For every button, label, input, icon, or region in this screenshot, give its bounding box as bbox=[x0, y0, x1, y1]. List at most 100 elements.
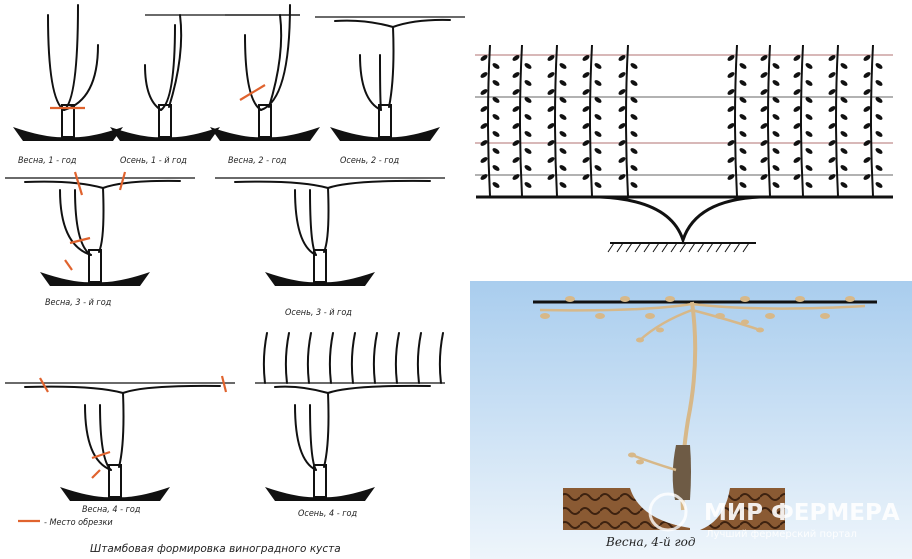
leaf bbox=[727, 140, 735, 146]
leaf bbox=[793, 174, 801, 180]
hatch-line bbox=[607, 242, 615, 253]
leaf bbox=[547, 174, 555, 180]
hatch-line bbox=[616, 242, 624, 253]
hatch-line bbox=[652, 242, 660, 253]
leaf bbox=[618, 157, 626, 163]
stem-and-arms bbox=[234, 179, 431, 253]
soil-mound bbox=[265, 487, 375, 501]
illustration-label: Весна, 4-й год bbox=[605, 535, 696, 549]
logo-title: МИР ФЕРМЕРА bbox=[704, 500, 900, 526]
leaf bbox=[793, 123, 801, 129]
leaf bbox=[727, 89, 735, 95]
leaf bbox=[828, 174, 836, 180]
bud bbox=[628, 452, 636, 458]
cut-mark bbox=[69, 236, 91, 245]
leaf bbox=[524, 165, 532, 171]
leaf bbox=[512, 174, 520, 180]
shoot-stem bbox=[589, 44, 593, 197]
leaf bbox=[805, 182, 813, 188]
cut-mark bbox=[39, 377, 49, 393]
cut-mark bbox=[239, 84, 266, 101]
leaf bbox=[727, 55, 735, 61]
leaf bbox=[547, 89, 555, 95]
ground-hatching bbox=[607, 242, 750, 253]
leaf bbox=[480, 72, 488, 78]
stage-5: Весна, 3 - й год bbox=[5, 171, 195, 308]
shoot bbox=[582, 44, 602, 197]
bud bbox=[540, 313, 550, 319]
leaf bbox=[805, 97, 813, 103]
shoot bbox=[260, 4, 291, 111]
stem bbox=[168, 14, 183, 108]
shoot bbox=[863, 44, 883, 197]
stage-label: Осень, 4 - год bbox=[298, 509, 357, 519]
stage-label: Весна, 4 - год bbox=[82, 505, 141, 515]
leaf bbox=[760, 72, 768, 78]
shoot bbox=[47, 14, 65, 111]
leaf bbox=[739, 63, 747, 69]
leaf bbox=[618, 72, 626, 78]
leaf bbox=[630, 114, 638, 120]
bud bbox=[665, 296, 675, 302]
shoot bbox=[379, 54, 382, 111]
stage-label: Весна, 1 - год bbox=[18, 156, 77, 166]
soil-mound bbox=[330, 127, 440, 141]
trunk-stump bbox=[313, 464, 327, 498]
upright-shoot bbox=[328, 332, 334, 384]
leaf bbox=[524, 148, 532, 154]
bud bbox=[715, 313, 725, 319]
leaf bbox=[875, 80, 883, 86]
leaf bbox=[594, 182, 602, 188]
leaf bbox=[772, 97, 780, 103]
shoot-stem bbox=[800, 44, 804, 197]
soil-mound bbox=[40, 272, 150, 286]
leaf bbox=[840, 114, 848, 120]
leaf bbox=[840, 80, 848, 86]
cut-mark bbox=[118, 171, 127, 191]
shoots bbox=[480, 44, 883, 197]
leaf bbox=[772, 63, 780, 69]
leaf bbox=[863, 157, 871, 163]
leaf bbox=[630, 131, 638, 137]
shoot bbox=[63, 4, 79, 111]
leaf bbox=[760, 55, 768, 61]
leaf bbox=[840, 131, 848, 137]
cut-legend: - Место обрезки bbox=[18, 518, 113, 528]
shoot bbox=[793, 44, 813, 197]
stem-and-arms bbox=[24, 179, 181, 253]
leaf bbox=[727, 157, 735, 163]
shoot bbox=[480, 44, 500, 197]
leaf bbox=[492, 97, 500, 103]
leaf bbox=[875, 165, 883, 171]
leaf bbox=[630, 63, 638, 69]
logo-subtitle: Лучший фермерский портал bbox=[706, 529, 857, 540]
leaf bbox=[547, 157, 555, 163]
cut-mark bbox=[73, 171, 84, 196]
leaf bbox=[805, 80, 813, 86]
stage-label: Весна, 3 - й год bbox=[45, 298, 112, 308]
leaf bbox=[630, 80, 638, 86]
shoot bbox=[294, 189, 317, 256]
leaf bbox=[559, 131, 567, 137]
leaf bbox=[512, 140, 520, 146]
leaf bbox=[863, 123, 871, 129]
leaf bbox=[559, 63, 567, 69]
leaf bbox=[480, 89, 488, 95]
leaf bbox=[739, 148, 747, 154]
stage-6: Осень, 3 - й год bbox=[215, 177, 445, 318]
leaf bbox=[793, 72, 801, 78]
upright-shoot bbox=[262, 332, 268, 384]
hatch-line bbox=[706, 242, 714, 253]
shoot-stem bbox=[835, 44, 839, 197]
leaf bbox=[480, 157, 488, 163]
shoot bbox=[359, 54, 382, 111]
leaf bbox=[630, 97, 638, 103]
leaf bbox=[524, 114, 532, 120]
hatch-line bbox=[679, 242, 687, 253]
leaf bbox=[594, 148, 602, 154]
stem-and-arms bbox=[24, 384, 221, 468]
leaf bbox=[805, 165, 813, 171]
leaf bbox=[840, 182, 848, 188]
leaf bbox=[863, 140, 871, 146]
leaf bbox=[512, 89, 520, 95]
